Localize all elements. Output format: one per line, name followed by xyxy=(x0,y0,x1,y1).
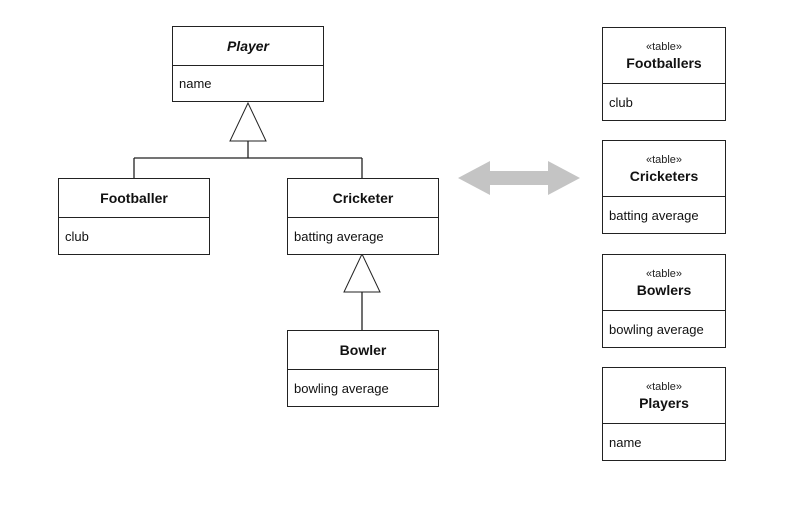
table-players: «table» Players name xyxy=(602,367,726,461)
table-name: Bowlers xyxy=(636,281,692,298)
class-footballer-name: Footballer xyxy=(100,190,168,206)
class-cricketer: Cricketer batting average xyxy=(287,178,439,255)
table-column: batting average xyxy=(609,207,699,223)
table-stereotype: «table» xyxy=(645,380,683,393)
mapping-double-arrow xyxy=(458,161,580,195)
table-column: name xyxy=(609,434,642,450)
table-footballers: «table» Footballers club xyxy=(602,27,726,121)
class-footballer-attribute: club xyxy=(65,228,89,244)
table-cricketers: «table» Cricketers batting average xyxy=(602,140,726,234)
table-column: bowling average xyxy=(609,321,704,337)
class-bowler: Bowler bowling average xyxy=(287,330,439,407)
class-cricketer-attribute: batting average xyxy=(294,228,384,244)
class-bowler-attribute: bowling average xyxy=(294,380,389,396)
table-stereotype: «table» xyxy=(645,267,683,280)
table-stereotype: «table» xyxy=(645,153,683,166)
class-cricketer-name: Cricketer xyxy=(332,190,394,206)
class-player: Player name xyxy=(172,26,324,102)
table-name: Players xyxy=(639,394,689,411)
class-player-attribute: name xyxy=(179,76,212,91)
cricketer-generalization-triangle xyxy=(343,252,381,293)
table-bowlers: «table» Bowlers bowling average xyxy=(602,254,726,348)
table-name: Cricketers xyxy=(629,167,699,184)
class-footballer: Footballer club xyxy=(58,178,210,255)
class-player-name: Player xyxy=(226,38,270,54)
table-stereotype: «table» xyxy=(645,40,683,53)
class-bowler-name: Bowler xyxy=(339,342,387,358)
table-name: Footballers xyxy=(626,54,702,71)
table-column: club xyxy=(609,94,633,110)
player-generalization-triangle xyxy=(229,101,267,142)
